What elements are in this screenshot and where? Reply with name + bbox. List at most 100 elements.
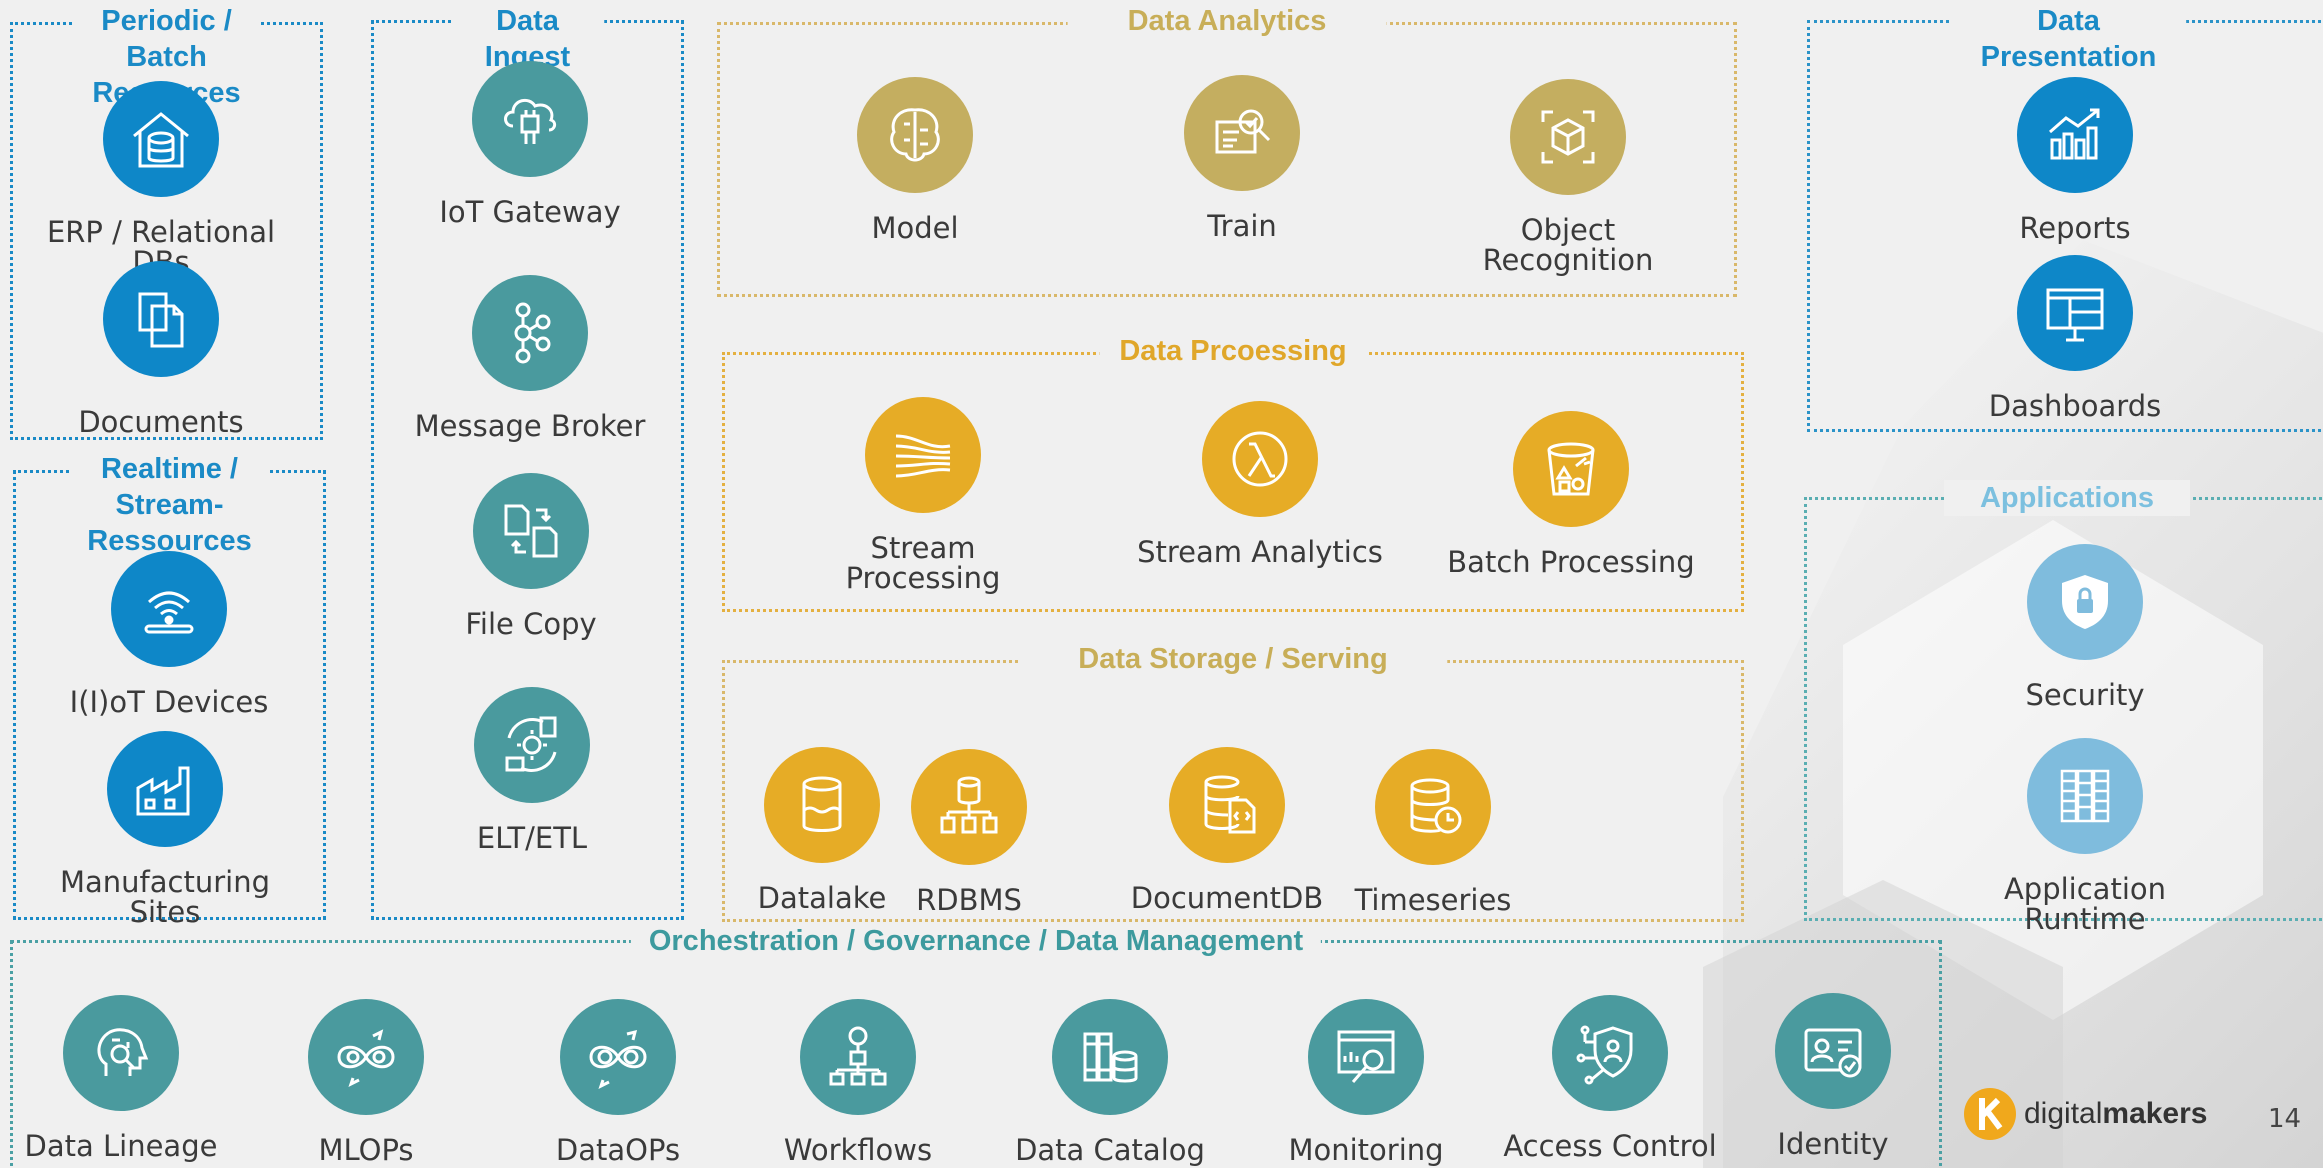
iiot-devices-item: I(I)oT Devices [39, 551, 299, 717]
item-label: Train [1207, 209, 1277, 243]
brain-circuit-icon [857, 77, 973, 193]
data-ingest-panel: Data Ingest IoT Gateway Message Broker F… [371, 3, 684, 920]
panel-title: Orchestration / Governance / Data Manage… [630, 923, 1322, 959]
broker-nodes-icon [472, 275, 588, 391]
identity-item: Identity [1703, 993, 1963, 1159]
item-label: Message Broker [414, 409, 646, 443]
panel-title: Data Prcoessing [1099, 333, 1367, 369]
train-item: Train [1112, 75, 1372, 241]
item-label: MLOPs [318, 1133, 414, 1167]
reports-item: Reports [1945, 77, 2205, 243]
identity-card-icon [1775, 993, 1891, 1109]
panel-title: Data Storage / Serving [1018, 641, 1448, 677]
data-catalog-item: Data Catalog [980, 999, 1240, 1165]
item-label: Model [871, 211, 959, 245]
workflows-item: Workflows [728, 999, 988, 1165]
lambda-icon [1202, 401, 1318, 517]
logo-text-bold: makers [2102, 1097, 2208, 1130]
access-control-item: Access Control [1480, 995, 1740, 1161]
monitoring-item: Monitoring [1236, 999, 1496, 1165]
application-runtime-item: Application Runtime [1955, 738, 2215, 934]
model-item: Model [785, 77, 1045, 243]
datalake-item: Datalake [692, 747, 952, 913]
item-label: Stream Analytics [1137, 535, 1383, 569]
data-storage-panel: Data Storage / Serving Datalake RDBMS Do… [722, 641, 1744, 922]
file-copy-icon [473, 473, 589, 589]
data-processing-panel: Data Prcoessing Stream Processing Stream… [722, 333, 1744, 612]
etl-cycle-icon [474, 687, 590, 803]
monitoring-icon [1308, 999, 1424, 1115]
panel-title: Data Presentation [1950, 3, 2187, 75]
elt-etl-item: ELT/ETL [402, 687, 662, 853]
item-label: Dashboards [1988, 389, 2162, 423]
timeseries-item: Timeseries [1303, 749, 1563, 915]
logo-mark-icon [1964, 1088, 2016, 1140]
access-control-icon [1552, 995, 1668, 1111]
document-db-icon [1169, 747, 1285, 863]
panel-title: Realtime / Stream-Ressources [69, 451, 270, 559]
datalake-cylinder-icon [764, 747, 880, 863]
item-label: Timeseries [1354, 883, 1512, 917]
panel-title: Periodic / Batch Resources [74, 3, 259, 111]
item-label: Data Catalog [1015, 1133, 1205, 1167]
mlops-gears-icon [308, 999, 424, 1115]
server-racks-icon [2027, 738, 2143, 854]
page-number: 14 [2268, 1104, 2302, 1134]
rdbms-item: RDBMS [839, 749, 1099, 915]
dataops-gears-icon [560, 999, 676, 1115]
wifi-router-icon [111, 551, 227, 667]
item-label: Datalake [757, 881, 887, 915]
train-search-icon [1184, 75, 1300, 191]
item-label: Data Lineage [24, 1129, 218, 1163]
item-label: Identity [1777, 1127, 1889, 1161]
lineage-head-icon [63, 995, 179, 1111]
data-analytics-panel: Data Analytics Model Train Object Recogn… [717, 3, 1737, 297]
rdbms-tree-icon [911, 749, 1027, 865]
cloud-chip-icon [472, 61, 588, 177]
catalog-icon [1052, 999, 1168, 1115]
item-label: Stream Processing [845, 531, 1001, 595]
bucket-shapes-icon [1513, 411, 1629, 527]
documents-icon [103, 261, 219, 377]
mlops-item: MLOPs [236, 999, 496, 1165]
panel-title: Data Analytics [1067, 3, 1387, 39]
security-item: Security [1955, 544, 2215, 710]
iot-gateway-item: IoT Gateway [400, 61, 660, 227]
documents-item: Documents [31, 261, 291, 437]
dashboard-monitor-icon [2017, 255, 2133, 371]
item-label: File Copy [465, 607, 597, 641]
data-presentation-panel: Data Presentation Reports Dashboards [1807, 3, 2323, 432]
realtime-resources-panel: Realtime / Stream-Ressources I(I)oT Devi… [13, 451, 326, 927]
item-label: IoT Gateway [439, 195, 621, 229]
workflow-icon [800, 999, 916, 1115]
item-label: Object Recognition [1482, 213, 1654, 277]
item-label: Access Control [1503, 1129, 1717, 1163]
database-house-icon [103, 81, 219, 197]
timeseries-db-icon [1375, 749, 1491, 865]
orchestration-panel: Orchestration / Governance / Data Manage… [10, 923, 1942, 1168]
shield-lock-icon [2027, 544, 2143, 660]
dataops-item: DataOPs [488, 999, 748, 1165]
logo-text-light: digital [2024, 1097, 2103, 1130]
item-label: ELT/ETL [476, 821, 588, 855]
item-label: Workflows [783, 1133, 933, 1167]
item-label: DataOPs [555, 1133, 681, 1167]
object-recognition-item: Object Recognition [1438, 79, 1698, 275]
stream-lines-icon [865, 397, 981, 513]
erp-relational-dbs-item: ERP / Relational DBs [31, 81, 291, 277]
item-label: Application Runtime [2003, 872, 2167, 936]
panel-title: Applications [1943, 480, 2191, 516]
manufacturing-sites-item: Manufacturing Sites [35, 731, 295, 927]
applications-panel: Applications Security Application Runtim… [1804, 480, 2323, 934]
data-lineage-item: Data Lineage [0, 995, 251, 1161]
batch-processing-item: Batch Processing [1441, 411, 1701, 577]
item-label: I(I)oT Devices [69, 685, 269, 719]
item-label: Security [2025, 678, 2145, 712]
documentdb-item: DocumentDB [1097, 747, 1357, 913]
digitalmakers-logo: digitalmakers [1962, 1086, 2207, 1142]
item-label: Monitoring [1288, 1133, 1444, 1167]
item-label: RDBMS [916, 883, 1022, 917]
factory-icon [107, 731, 223, 847]
item-label: Reports [2019, 211, 2131, 245]
file-copy-item: File Copy [401, 473, 661, 639]
